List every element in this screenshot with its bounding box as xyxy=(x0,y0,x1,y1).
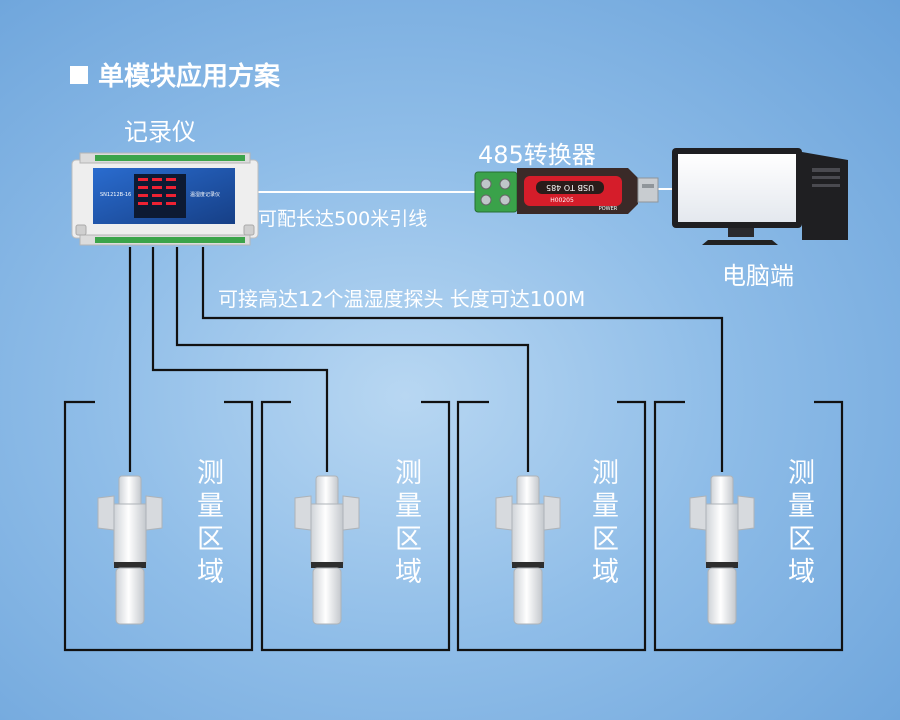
cable-note: 可配长达500米引线 xyxy=(258,208,428,230)
zone-label-4: 测量区域 xyxy=(783,458,814,590)
zone-label-1: 测量区域 xyxy=(192,458,223,590)
zone-frame-3 xyxy=(456,400,647,652)
probe-3 xyxy=(495,475,561,625)
zone-label-3: 测量区域 xyxy=(587,458,618,590)
converter-brand-text: POWER xyxy=(599,206,618,212)
probe-wire-4 xyxy=(201,247,724,472)
probe-note: 可接高达12个温湿度探头 长度可达100M xyxy=(218,287,586,311)
recorder-model-text: SN1212B-16 xyxy=(100,192,131,198)
converter-sub-text: H00205 xyxy=(550,197,574,204)
zone-frame-4 xyxy=(653,400,844,652)
zone-label-2: 测量区域 xyxy=(390,458,421,590)
usb-485-converter: USB TO 485 H00205 POWER xyxy=(474,168,659,214)
probe-1 xyxy=(97,475,163,625)
computer-label: 电脑端 xyxy=(722,262,794,290)
probe-wire-2 xyxy=(151,247,329,472)
recorder-screen-text: 温湿度记录仪 xyxy=(190,191,220,198)
square-bullet-icon xyxy=(70,65,88,84)
recorder-label: 记录仪 xyxy=(124,118,196,146)
zone-frame-2 xyxy=(260,400,451,652)
section-title: 单模块应用方案 xyxy=(70,56,280,93)
probe-4 xyxy=(689,475,755,625)
section-title-text: 单模块应用方案 xyxy=(98,62,281,92)
zone-frames xyxy=(63,400,844,652)
computer-icon xyxy=(672,148,848,245)
converter-main-text: USB TO 485 xyxy=(546,183,594,192)
converter-label: 485转换器 xyxy=(478,141,596,169)
probe-wire-3 xyxy=(175,247,530,472)
recorder-device: SN1212B-16 温湿度记录仪 xyxy=(71,152,259,246)
probe-2 xyxy=(294,475,360,625)
probe-wires xyxy=(128,247,724,472)
zone-frame-1 xyxy=(63,400,254,652)
